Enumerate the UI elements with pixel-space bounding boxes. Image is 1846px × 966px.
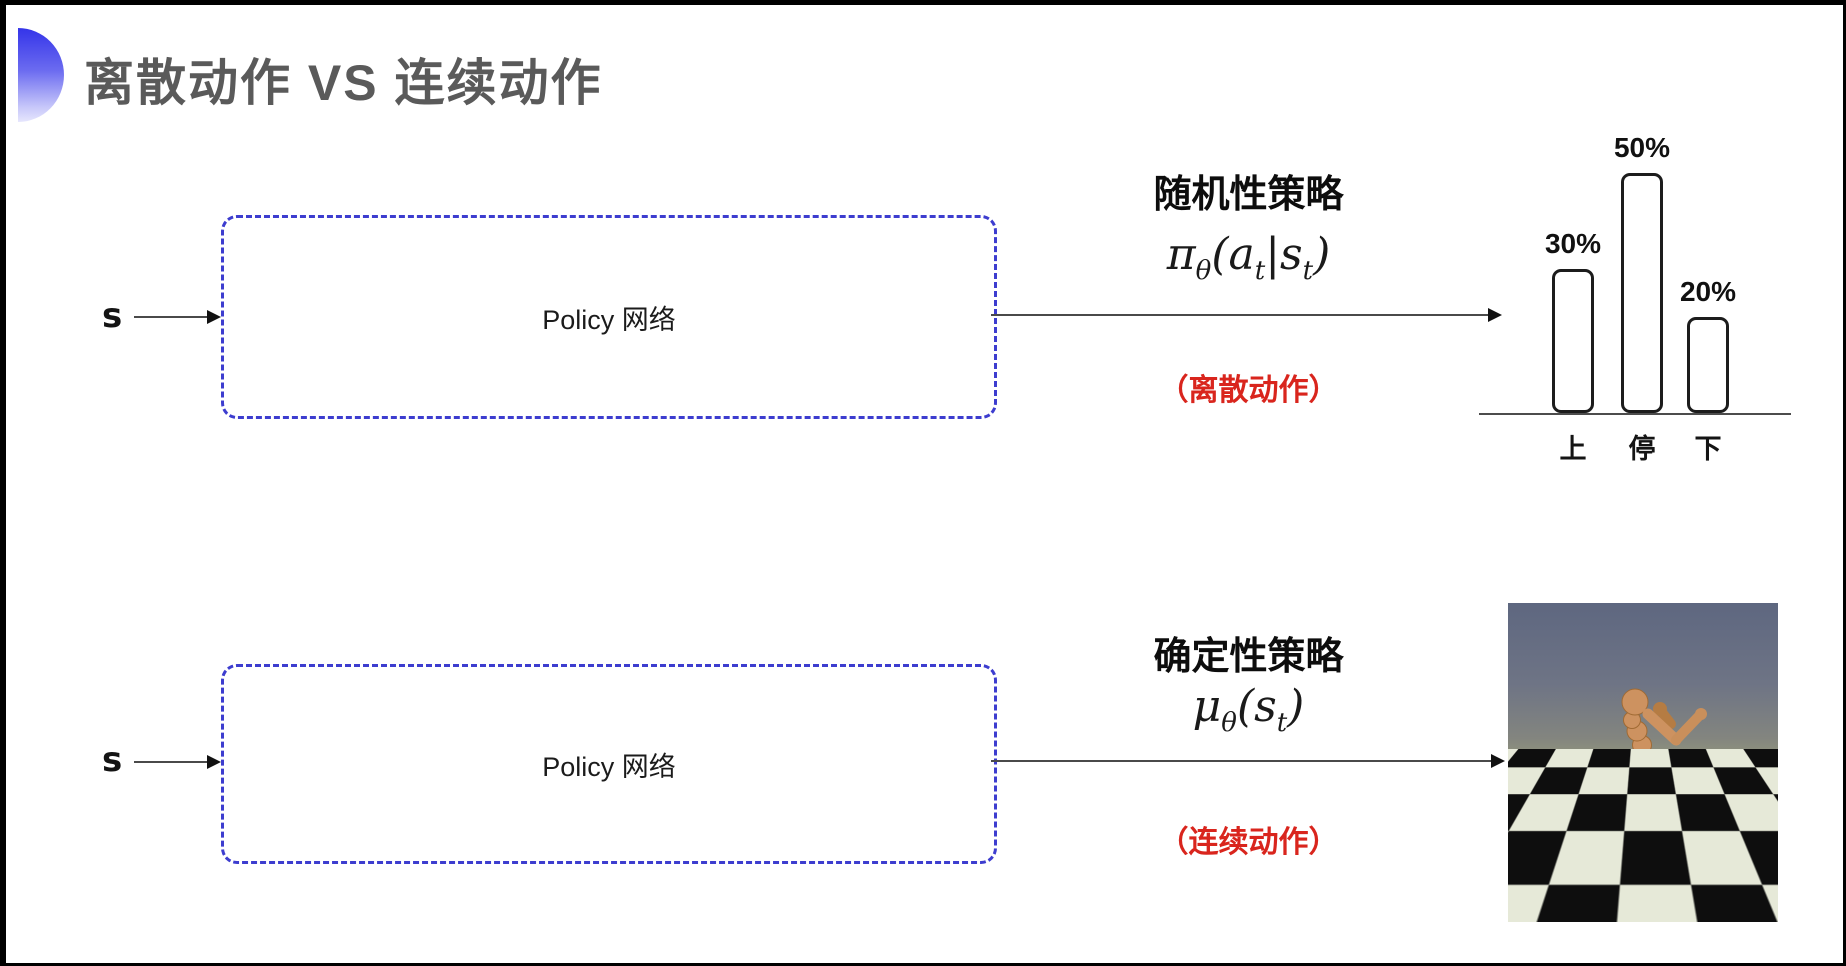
deterministic-policy-formula: μθ(st) [1192, 681, 1305, 738]
policy-network-label-top: Policy 网络 [542, 304, 676, 335]
stochastic-policy-title: 随机性策略 [1153, 174, 1344, 216]
slide-canvas: 离散动作 VS 连续动作 s Policy 网络 随机性策略 πθ(at|st)… [6, 5, 1843, 963]
input-arrow-bottom [134, 755, 221, 769]
state-input-label-top: s [102, 296, 123, 336]
bar-value-label: 50% [1613, 132, 1671, 163]
bar-value-label: 30% [1544, 228, 1602, 259]
bar-rect [1621, 173, 1663, 413]
discrete-action-note: （离散动作） [1158, 374, 1339, 407]
bar-category-label: 上 [1559, 434, 1587, 464]
policy-network-box-bottom: Policy 网络 [221, 664, 997, 864]
output-arrow-top [991, 308, 1502, 322]
stochastic-policy-formula: πθ(at|st) [1166, 229, 1331, 286]
bar-value-label: 20% [1679, 276, 1737, 307]
humanoid-robot-image [1508, 603, 1778, 922]
bar-category-label: 下 [1694, 434, 1722, 464]
bar-rect [1552, 269, 1594, 413]
action-probability-bar-chart: 30% 上 50% 停 20% 下 [1479, 113, 1791, 464]
state-input-label-bottom: s [102, 740, 123, 780]
policy-network-label-bottom: Policy 网络 [542, 751, 676, 782]
title-accent-shape-icon [18, 28, 64, 122]
bar-group: 30% 上 [1545, 228, 1601, 464]
page-title: 离散动作 VS 连续动作 [84, 55, 603, 111]
deterministic-policy-title: 确定性策略 [1153, 636, 1344, 678]
bar-group: 50% 停 [1614, 132, 1670, 464]
continuous-action-note: （连续动作） [1158, 826, 1339, 859]
input-arrow-top [134, 310, 221, 324]
humanoid-robot-figure [1596, 688, 1707, 909]
policy-network-box-top: Policy 网络 [221, 215, 997, 419]
bar-category-label: 停 [1628, 434, 1656, 464]
output-arrow-bottom [991, 754, 1505, 768]
bar-group: 20% 下 [1680, 276, 1736, 464]
bar-rect [1687, 317, 1729, 413]
chart-baseline [1479, 413, 1791, 415]
